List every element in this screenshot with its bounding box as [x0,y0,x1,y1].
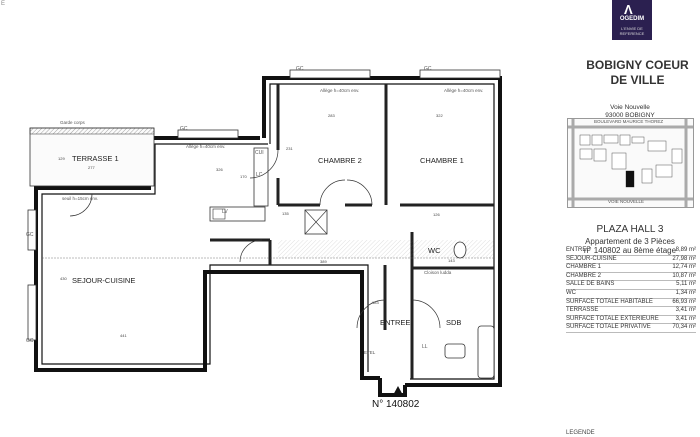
room-wc-label: WC [428,246,441,255]
surface-label: CHAMBRE 1 [566,264,602,271]
room-terrasse-label: TERRASSE 1 [72,154,119,163]
dim-143: 143 [448,258,455,263]
dim-277: 277 [88,165,95,170]
dim-170: 170 [240,174,247,179]
dim-129: 129 [58,156,65,161]
surface-row: SALLE DE BAINS 5,11 m² [566,281,696,290]
surface-row: ENTREE 8,89 m² [566,247,696,256]
apartment-number: n° 140802 au 8ème étage [583,246,677,255]
dim-430: 430 [60,276,67,281]
surface-row: SURFACE TOTALE HABITABLE 66,93 m² [566,299,696,308]
gc-tag-2: GC [26,338,34,344]
project-title: BOBIGNY COEUR DE VILLE [575,58,700,88]
dim-441: 441 [120,333,127,338]
corner-mark: E [1,1,6,7]
dim-326: 326 [216,167,223,172]
allege-3: Allège h=40cm env. [186,144,226,149]
lot-number: N° 140802 [372,399,420,410]
allege-2: Allège h=40cm env. [444,88,484,93]
etel-tag: ETEL [364,350,376,355]
surface-value: 27,98 m² [672,255,696,262]
surface-row: WC 1,34 m² [566,290,696,299]
dim-283: 283 [328,113,335,118]
building-desc: Appartement de 3 Pièces n° 140802 au 8èm… [560,237,700,255]
logo-tagline: L'ENVIE DE REFERENCE [619,26,645,36]
building-name: PLAZA HALL 3 [596,224,664,235]
surface-row: SURFACE TOTALE PRIVATIVE 70,34 m² [566,324,696,333]
apartment-type: Appartement de 3 Pièces [585,237,675,246]
dim-322: 322 [436,113,443,118]
dim-231: 231 [286,146,293,151]
surface-row: SURFACE TOTALE EXTERIEURE 3,41 m² [566,316,696,325]
surface-value: 10,87 m² [672,272,696,279]
cloison-tag: Cloison ludda [424,270,452,275]
lv-tag: LV [222,209,228,215]
surface-label: WC [566,289,576,296]
surface-row: CHAMBRE 1 12,74 m² [566,264,696,273]
address-line1: Voie Nouvelle [610,104,650,111]
dim-126: 126 [433,212,440,217]
surface-value: 8,89 m² [675,247,696,253]
room-entree-label: ENTREE [380,318,411,327]
logo-name: OGEDIM [619,16,645,22]
entrance-wall [378,378,407,397]
bathtub [477,325,495,379]
surface-value: 5,11 m² [676,281,696,288]
surface-value: 12,74 m² [672,264,696,271]
map-voie: VOIE NOUVELLE [608,199,645,204]
outer-wall-top [262,76,502,387]
room-sdb-label: SDB [446,318,462,327]
surface-value: 3,41 m² [675,315,696,322]
garde-corps: Garde corps [60,120,85,125]
surface-value: 1,34 m² [675,289,696,296]
surface-label: TERRASSE [566,307,599,314]
ogedim-logo: Λ OGEDIM L'ENVIE DE REFERENCE [612,0,652,40]
address: Voie Nouvelle 93000 BOBIGNY [560,104,700,120]
surface-row: SEJOUR-CUISINE 27,98 m² [566,256,696,265]
ll-tag: LL [422,344,428,350]
room-chambre1-label: CHAMBRE 1 [420,156,464,165]
surface-label: SEJOUR-CUISINE [566,255,617,262]
cui-tag: CUI [255,150,264,156]
legend-title: LEGENDE [566,430,595,436]
address-line2: 93000 BOBIGNY [605,112,655,119]
map-boulevard: BOULEVARD MAURICE THOREZ [594,119,664,124]
gc-tag-3: GC [296,66,304,72]
surface-value: 66,93 m² [672,298,696,305]
room-sejour-label: SEJOUR-CUISINE [72,276,136,285]
dim-135: 135 [282,211,289,216]
surface-label: SALLE DE BAINS [566,281,615,288]
surface-row: CHAMBRE 2 10,87 m² [566,273,696,282]
surface-label: SURFACE TOTALE PRIVATIVE [566,324,651,331]
dim-389: 389 [320,259,327,264]
allege-1: Allège h=40cm env. [320,88,360,93]
surface-label: SURFACE TOTALE EXTERIEURE [566,315,659,322]
logo-letter: Λ [624,2,633,17]
surface-value: 70,34 m² [672,324,696,331]
terrace-area [29,127,155,187]
entrance-arrow [392,386,404,397]
gc-tag-4: GC [424,66,432,72]
project-title-line2: DE VILLE [610,73,665,87]
location-map: BOULEVARD MAURICE THOREZ VOIE NOUVELLE [567,118,694,208]
gc-tag-1: GC [26,232,34,238]
surface-label: ENTREE [566,247,591,253]
outer-wall [34,218,380,380]
surface-value: 3,41 m² [675,307,696,314]
project-title-line1: BOBIGNY COEUR [586,58,689,72]
dim-183: 183 [372,300,379,305]
seuil-note: seuil h=15cm env. [62,196,99,201]
surface-table: ENTREE 8,89 m² SEJOUR-CUISINE 27,98 m² CHAMB… [566,247,696,333]
surface-label: CHAMBRE 2 [566,272,602,279]
room-chambre2-label: CHAMBRE 2 [318,156,362,165]
gc-tag-5: GC [180,126,188,132]
surface-label: SURFACE TOTALE HABITABLE [566,298,653,305]
surface-row: TERRASSE 3,41 m² [566,307,696,316]
lc-tag: LC [256,172,263,178]
